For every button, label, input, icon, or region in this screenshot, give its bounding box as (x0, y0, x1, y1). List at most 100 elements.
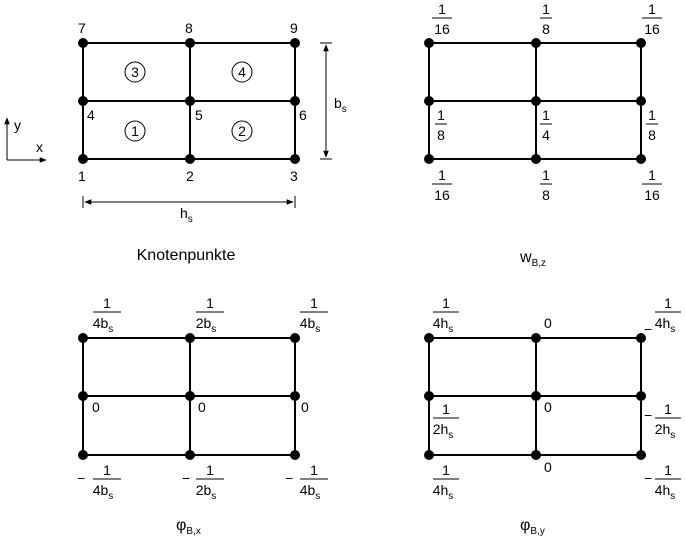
svg-text:4hs: 4hs (433, 315, 454, 335)
svg-text:hs: hs (180, 205, 193, 225)
wbz-value-mid-right: 1 8 (646, 107, 658, 143)
svg-text:4hs: 4hs (433, 482, 454, 502)
dimension-h-sub: s (188, 214, 193, 225)
svg-text:8: 8 (542, 21, 550, 37)
wbz-value-top-right: 1 16 (642, 1, 662, 37)
svg-text:1: 1 (438, 167, 446, 183)
svg-text:1: 1 (103, 295, 111, 311)
svg-text:1: 1 (542, 167, 550, 183)
svg-text:4bs: 4bs (93, 482, 114, 502)
svg-text:4bs: 4bs (300, 482, 321, 502)
node-label-8: 8 (185, 20, 193, 36)
svg-text:16: 16 (644, 21, 660, 37)
phibx-value-bot-mid: − 1 2bs (182, 462, 224, 502)
svg-text:16: 16 (434, 187, 450, 203)
svg-text:4bs: 4bs (300, 315, 321, 335)
svg-text:8: 8 (542, 187, 550, 203)
phiby-value-top-left: 1 4hs (433, 295, 459, 335)
svg-text:bs: bs (334, 95, 347, 115)
element-circle-4 (231, 61, 253, 83)
svg-text:4bs: 4bs (93, 315, 114, 335)
element-label-4: 4 (238, 64, 246, 80)
element-circle-1 (124, 120, 146, 142)
axis-y-label: y (14, 117, 21, 133)
wbz-value-mid-mid: 1 4 (540, 107, 552, 143)
node-label-2: 2 (186, 168, 194, 184)
node-7 (78, 38, 88, 48)
svg-text:2bs: 2bs (196, 482, 217, 502)
svg-text:1: 1 (310, 462, 318, 478)
svg-text:16: 16 (644, 187, 660, 203)
svg-text:−: − (182, 470, 190, 486)
phibx-value-bot-right: − 1 4bs (285, 462, 328, 502)
svg-text:8: 8 (648, 127, 656, 143)
node-labels: 1 2 3 4 5 6 7 8 9 (78, 20, 307, 184)
phiby-value-bot-left: 1 4hs (433, 462, 459, 502)
element-labels: 1 2 3 4 (124, 61, 253, 142)
axis-x-label: x (36, 139, 43, 155)
svg-text:2hs: 2hs (655, 421, 676, 441)
svg-text:1: 1 (542, 107, 550, 123)
svg-text:1: 1 (664, 401, 672, 417)
dimension-b: bs (320, 42, 347, 160)
phibx-value-top-left: 1 4bs (93, 295, 121, 335)
dimension-h-label: h (180, 205, 188, 221)
phiby-value-mid-mid: 0 (544, 399, 552, 415)
phibx-value-top-right: 1 4bs (300, 295, 328, 335)
element-label-1: 1 (131, 123, 139, 139)
node-6 (290, 96, 300, 106)
svg-text:1: 1 (648, 107, 656, 123)
element-label-2: 2 (238, 123, 246, 139)
svg-text:8: 8 (437, 127, 445, 143)
svg-text:1: 1 (437, 107, 445, 123)
dimension-b-sub: s (342, 104, 347, 115)
node-4 (78, 96, 88, 106)
phibx-value-mid-left: 0 (92, 399, 100, 415)
phibx-value-mid-right: 0 (301, 399, 309, 415)
phiby-value-bot-right: − 1 4hs (644, 462, 681, 502)
phiby-value-mid-right: − 1 2hs (644, 401, 681, 441)
svg-text:−: − (644, 470, 652, 486)
node-label-7: 7 (78, 20, 86, 36)
node-label-6: 6 (299, 107, 307, 123)
phiby-nodes (424, 333, 646, 460)
node-label-4: 4 (87, 107, 95, 123)
element-label-3: 3 (131, 64, 139, 80)
element-circle-3 (124, 61, 146, 83)
caption-wbz: wB,z (519, 249, 546, 269)
node-label-3: 3 (290, 168, 298, 184)
svg-text:2hs: 2hs (433, 421, 454, 441)
phiby-value-bot-mid: 0 (544, 459, 552, 475)
wbz-value-mid-left: 1 8 (435, 107, 447, 143)
wbz-value-top-mid: 1 8 (540, 1, 552, 37)
svg-text:1: 1 (442, 401, 450, 417)
node-label-1: 1 (78, 168, 86, 184)
svg-text:−: − (285, 470, 293, 486)
svg-text:1: 1 (664, 462, 672, 478)
svg-text:1: 1 (310, 295, 318, 311)
svg-text:1: 1 (664, 295, 672, 311)
svg-text:1: 1 (206, 462, 214, 478)
mesh-nodes (78, 38, 300, 164)
svg-text:1: 1 (103, 462, 111, 478)
svg-text:4hs: 4hs (655, 315, 676, 335)
phibx-value-bot-left: − 1 4bs (77, 462, 121, 502)
caption-phiby: φB,y (520, 517, 545, 537)
dimension-b-label: b (334, 95, 342, 111)
panel-phiby: 1 4hs 0 − 1 4hs 1 2hs 0 − 1 2hs 1 4hs (424, 295, 681, 537)
svg-text:1: 1 (206, 295, 214, 311)
svg-text:1: 1 (442, 462, 450, 478)
node-8 (185, 38, 195, 48)
svg-text:−: − (644, 321, 652, 337)
dimension-h: hs (82, 196, 296, 225)
caption-phibx: φB,x (176, 517, 201, 537)
svg-text:1: 1 (648, 167, 656, 183)
node-9 (290, 38, 300, 48)
svg-text:−: − (644, 407, 652, 423)
panel-phibx: 1 4bs 1 2bs 1 4bs 0 0 0 − 1 4bs − 1 2 (77, 295, 328, 537)
caption-knotenpunkte: Knotenpunkte (137, 247, 236, 264)
node-2 (185, 154, 195, 164)
panel-wbz: 1 16 1 8 1 16 1 8 1 4 1 8 (424, 1, 662, 269)
svg-text:4: 4 (542, 127, 550, 143)
